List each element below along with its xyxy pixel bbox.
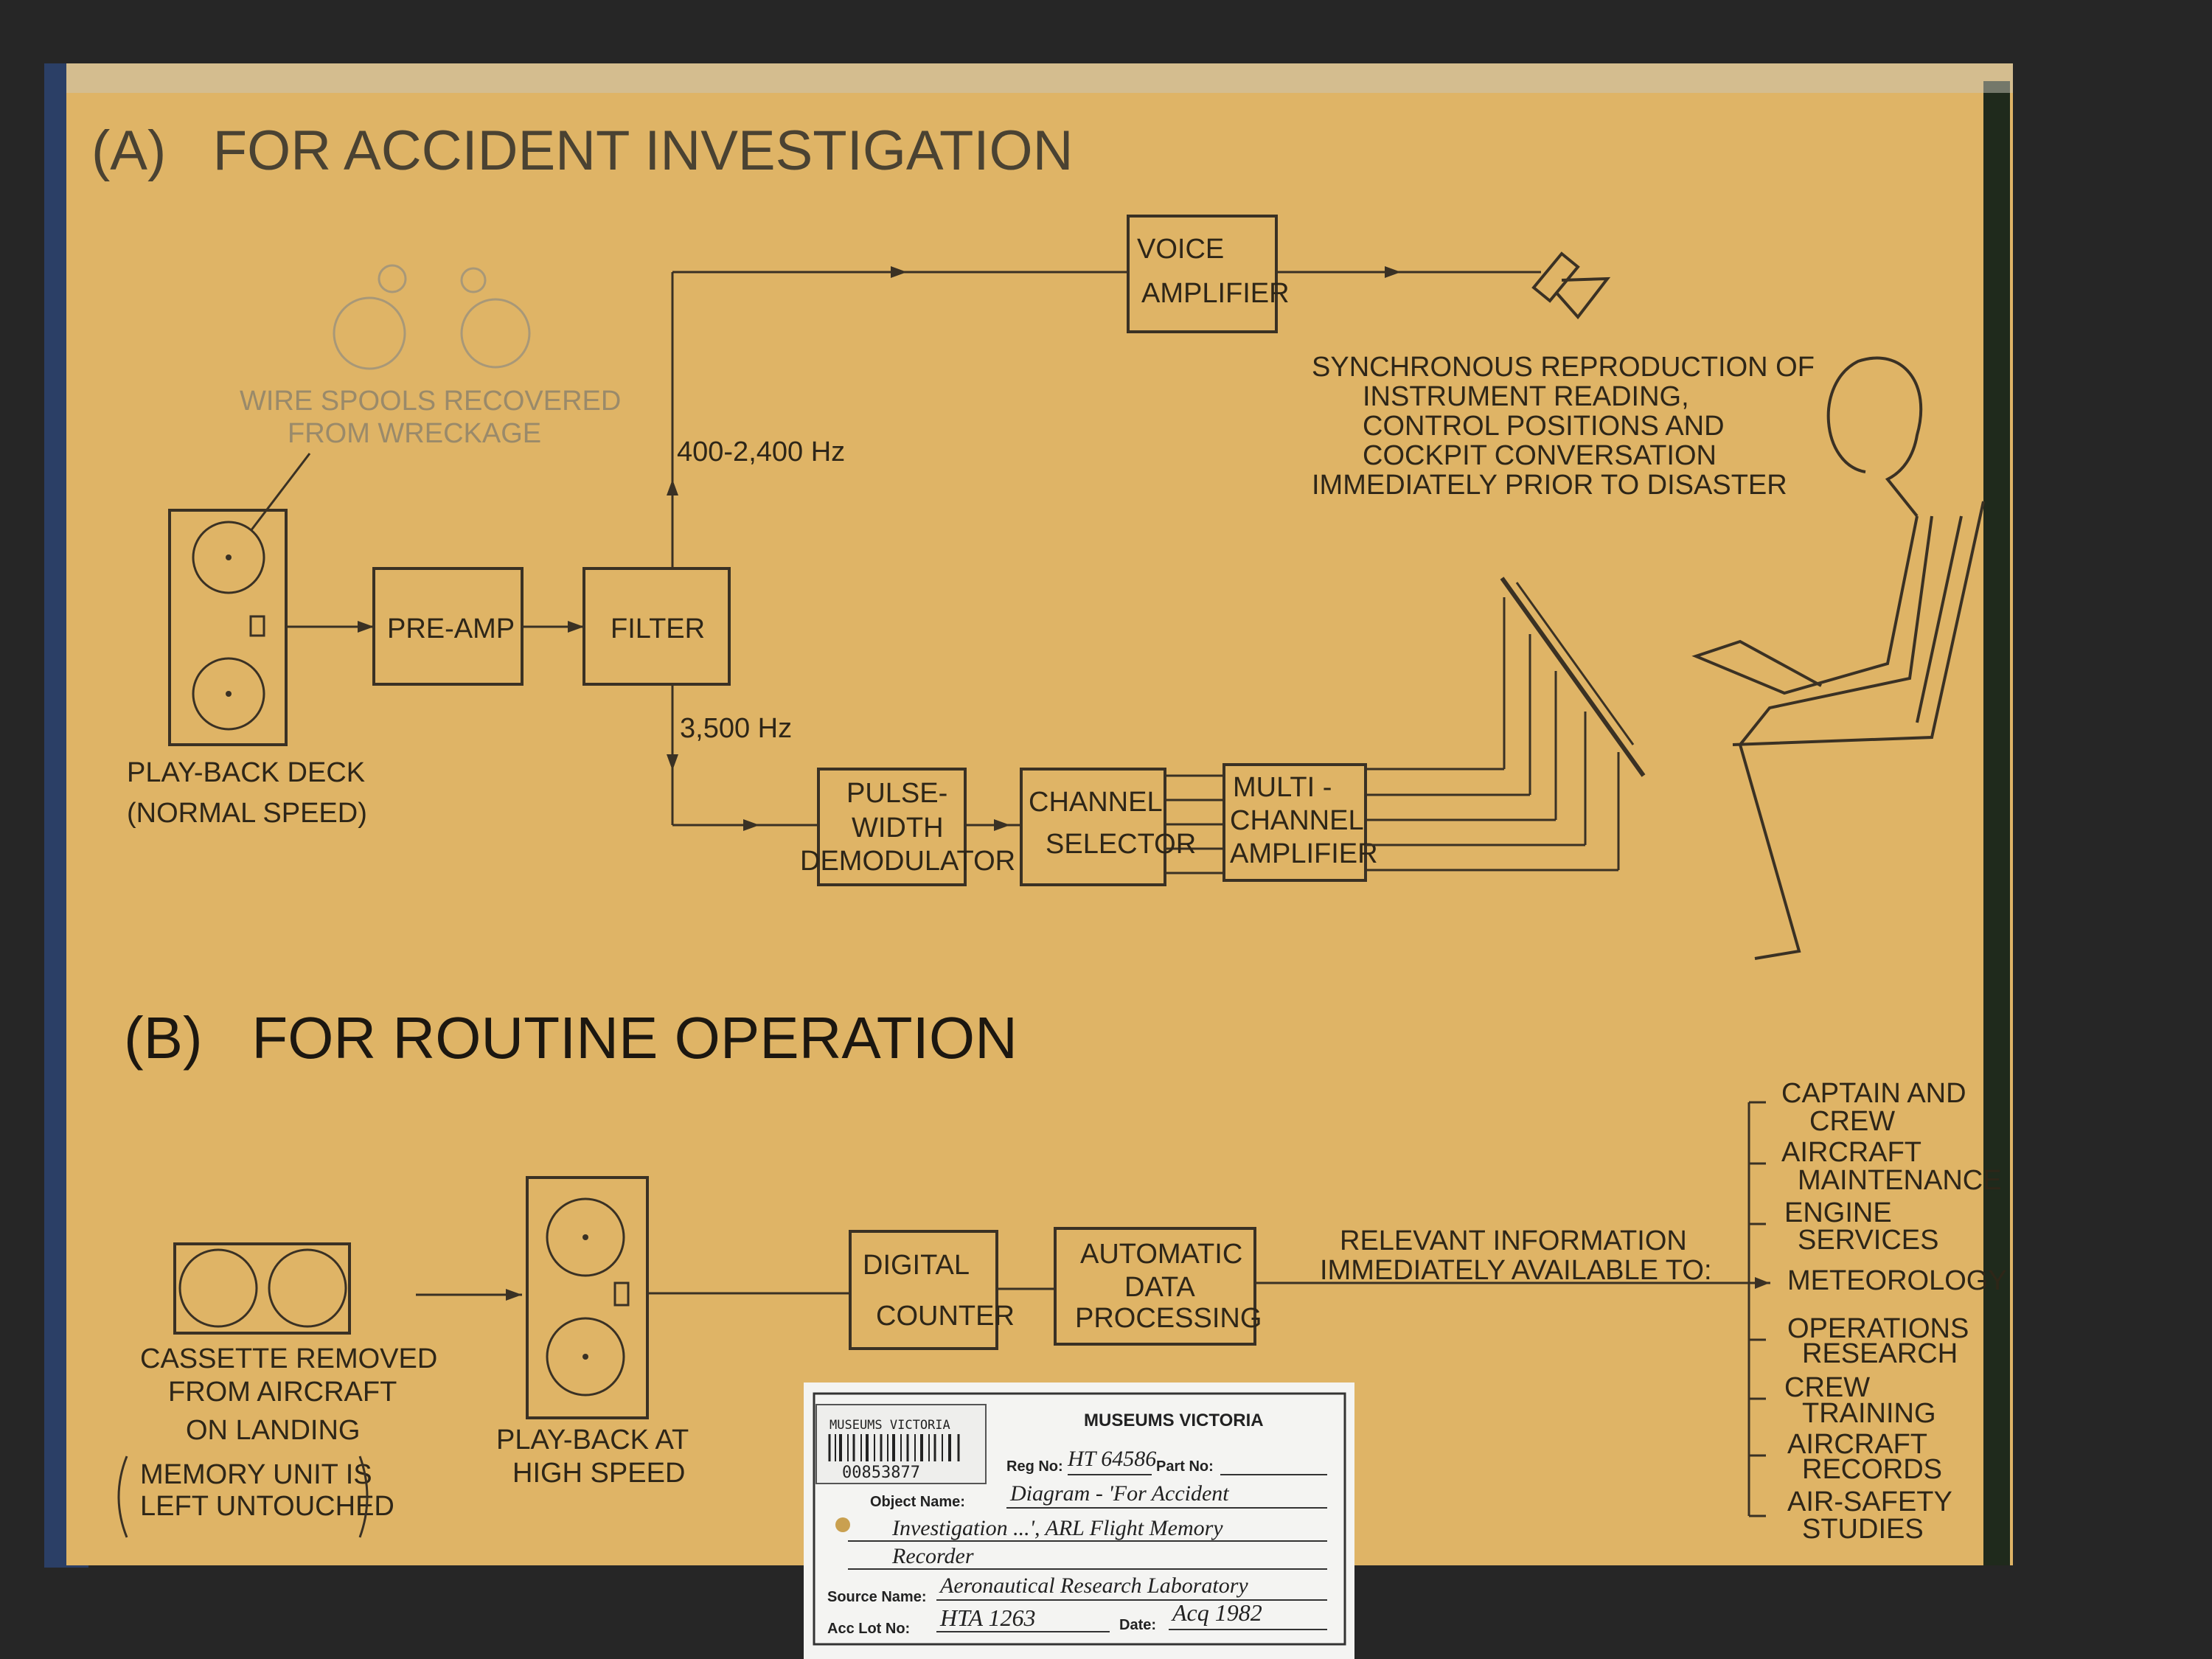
board-right-edge bbox=[1983, 81, 2010, 1565]
pulse-width-label-3: DEMODULATOR bbox=[800, 846, 1015, 877]
filter-label: FILTER bbox=[611, 613, 705, 644]
recipients-list: CAPTAIN AND CREW AIRCRAFT MAINTENANCE EN… bbox=[1781, 1078, 2007, 1545]
wire-spools-label: WIRE SPOOLS RECOVERED bbox=[240, 386, 621, 417]
recipient-crew-2: TRAINING bbox=[1802, 1398, 1936, 1429]
acc-lot-label: Acc Lot No: bbox=[827, 1621, 910, 1637]
cassette-label-4: MEMORY UNIT IS bbox=[140, 1459, 372, 1490]
pulse-width-label: PULSE- bbox=[846, 778, 947, 809]
card-title: MUSEUMS VICTORIA bbox=[1084, 1411, 1264, 1430]
multi-channel-label-2: CHANNEL bbox=[1230, 805, 1364, 836]
recipient-operations: OPERATIONS bbox=[1787, 1313, 1969, 1344]
sync-text: SYNCHRONOUS REPRODUCTION OF INSTRUMENT R… bbox=[1312, 352, 1815, 501]
board-top-glare bbox=[66, 63, 2013, 93]
recipient-air-safety: AIR-SAFETY bbox=[1787, 1486, 1952, 1517]
acc-lot-value: HTA 1263 bbox=[939, 1604, 1036, 1631]
source-name-value: Aeronautical Research Laboratory bbox=[939, 1573, 1248, 1598]
pre-amp-label: PRE-AMP bbox=[387, 613, 515, 644]
barcode-icon bbox=[828, 1434, 960, 1461]
instrument-panel-icon bbox=[1366, 577, 1646, 872]
recipient-engine-2: SERVICES bbox=[1798, 1225, 1938, 1256]
adp-label-2: DATA bbox=[1124, 1272, 1195, 1303]
cassette-label-1: CASSETTE REMOVED bbox=[140, 1343, 437, 1374]
object-name-line-3: Recorder bbox=[891, 1544, 974, 1568]
playback-deck-label: PLAY-BACK DECK bbox=[127, 757, 365, 788]
freq-low-label: 3,500 Hz bbox=[680, 713, 792, 744]
playback-high-label-2: HIGH SPEED bbox=[512, 1458, 685, 1489]
section-b-title: (B) FOR ROUTINE OPERATION bbox=[124, 1005, 1018, 1071]
voice-amplifier-box bbox=[1127, 215, 1278, 333]
recipient-meteorology: METEOROLOGY bbox=[1787, 1265, 2007, 1296]
recipient-captain-2: CREW bbox=[1809, 1106, 1895, 1137]
adp-label: AUTOMATIC bbox=[1080, 1239, 1242, 1270]
barcode-number: 00853877 bbox=[842, 1464, 920, 1482]
sync-line-3: CONTROL POSITIONS AND bbox=[1363, 411, 1725, 442]
sync-line-1: SYNCHRONOUS REPRODUCTION OF bbox=[1312, 352, 1815, 383]
sync-line-4: COCKPIT CONVERSATION bbox=[1363, 440, 1717, 471]
recipient-engine: ENGINE bbox=[1784, 1197, 1892, 1228]
adp-box bbox=[1054, 1227, 1256, 1346]
recipient-records: AIRCRAFT bbox=[1787, 1429, 1927, 1460]
sync-line-5: IMMEDIATELY PRIOR TO DISASTER bbox=[1312, 470, 1787, 501]
seated-person-icon bbox=[1691, 356, 1985, 960]
sync-line-2: INSTRUMENT READING, bbox=[1363, 381, 1689, 412]
recipient-bracket bbox=[1747, 1101, 1766, 1517]
voice-amplifier-label: VOICE bbox=[1137, 234, 1224, 265]
recipient-crew: CREW bbox=[1784, 1372, 1870, 1403]
card-punch-hole bbox=[835, 1517, 850, 1532]
recipient-maintenance-2: MAINTENANCE bbox=[1798, 1165, 2002, 1196]
high-speed-playback-icon bbox=[526, 1176, 649, 1419]
recipient-operations-2: RESEARCH bbox=[1802, 1338, 1958, 1369]
filter-box bbox=[582, 567, 731, 686]
part-no-label: Part No: bbox=[1156, 1458, 1214, 1475]
object-name-line-2: Investigation ...', ARL Flight Memory bbox=[891, 1516, 1223, 1540]
multi-channel-label: MULTI - bbox=[1233, 772, 1332, 803]
object-name-label: Object Name: bbox=[870, 1494, 965, 1510]
section-a-title: (A) FOR ACCIDENT INVESTIGATION bbox=[91, 119, 1074, 182]
multi-channel-label-3: AMPLIFIER bbox=[1230, 838, 1378, 869]
cassette-label-5: LEFT UNTOUCHED bbox=[140, 1491, 394, 1522]
channel-selector-box bbox=[1020, 768, 1166, 886]
cassette-label-2: FROM AIRCRAFT bbox=[168, 1377, 397, 1408]
reg-no-label: Reg No: bbox=[1006, 1458, 1063, 1475]
cassette-label-3: ON LANDING bbox=[186, 1415, 360, 1446]
board bbox=[66, 63, 2013, 1565]
adp-label-3: PROCESSING bbox=[1075, 1303, 1262, 1334]
loudspeaker-icon bbox=[1531, 251, 1611, 320]
date-value: Acq 1982 bbox=[1171, 1599, 1262, 1626]
flow-lines-a bbox=[286, 266, 1541, 874]
object-name-line-1: Diagram - 'For Accident bbox=[1009, 1481, 1229, 1506]
pre-amp-box bbox=[372, 567, 524, 686]
relevant-label-2: IMMEDIATELY AVAILABLE TO: bbox=[1320, 1255, 1712, 1286]
multi-channel-box bbox=[1222, 763, 1367, 882]
relevant-label: RELEVANT INFORMATION bbox=[1340, 1225, 1687, 1256]
recipient-captain: CAPTAIN AND bbox=[1781, 1078, 1966, 1109]
digital-counter-label: DIGITAL bbox=[863, 1250, 970, 1281]
barcode-header: MUSEUMS VICTORIA bbox=[830, 1418, 950, 1433]
pulse-width-box bbox=[817, 768, 967, 886]
freq-high-label: 400-2,400 Hz bbox=[677, 437, 845, 467]
pulse-width-label-2: WIDTH bbox=[852, 813, 944, 844]
recipient-records-2: RECORDS bbox=[1802, 1454, 1942, 1485]
playback-high-label: PLAY-BACK AT bbox=[496, 1425, 689, 1455]
recipient-air-safety-2: STUDIES bbox=[1802, 1514, 1924, 1545]
channel-selector-label-2: SELECTOR bbox=[1046, 829, 1196, 860]
channel-selector-label: CHANNEL bbox=[1029, 787, 1163, 818]
wire-spools-label-2: FROM WRECKAGE bbox=[288, 418, 541, 449]
digital-counter-label-2: COUNTER bbox=[876, 1301, 1015, 1332]
playback-deck-speed: (NORMAL SPEED) bbox=[127, 798, 367, 829]
date-label: Date: bbox=[1119, 1617, 1156, 1633]
wire-spools-icon bbox=[333, 264, 531, 370]
voice-amplifier-label-2: AMPLIFIER bbox=[1141, 278, 1290, 309]
reg-no-value: HT 64586 bbox=[1067, 1447, 1156, 1471]
cassette-icon bbox=[173, 1242, 351, 1335]
source-name-label: Source Name: bbox=[827, 1589, 927, 1605]
museum-label-card: MUSEUMS VICTORIA 00853877 MUSEUMS VICTOR… bbox=[804, 1382, 1354, 1659]
recipient-maintenance: AIRCRAFT bbox=[1781, 1137, 1921, 1168]
